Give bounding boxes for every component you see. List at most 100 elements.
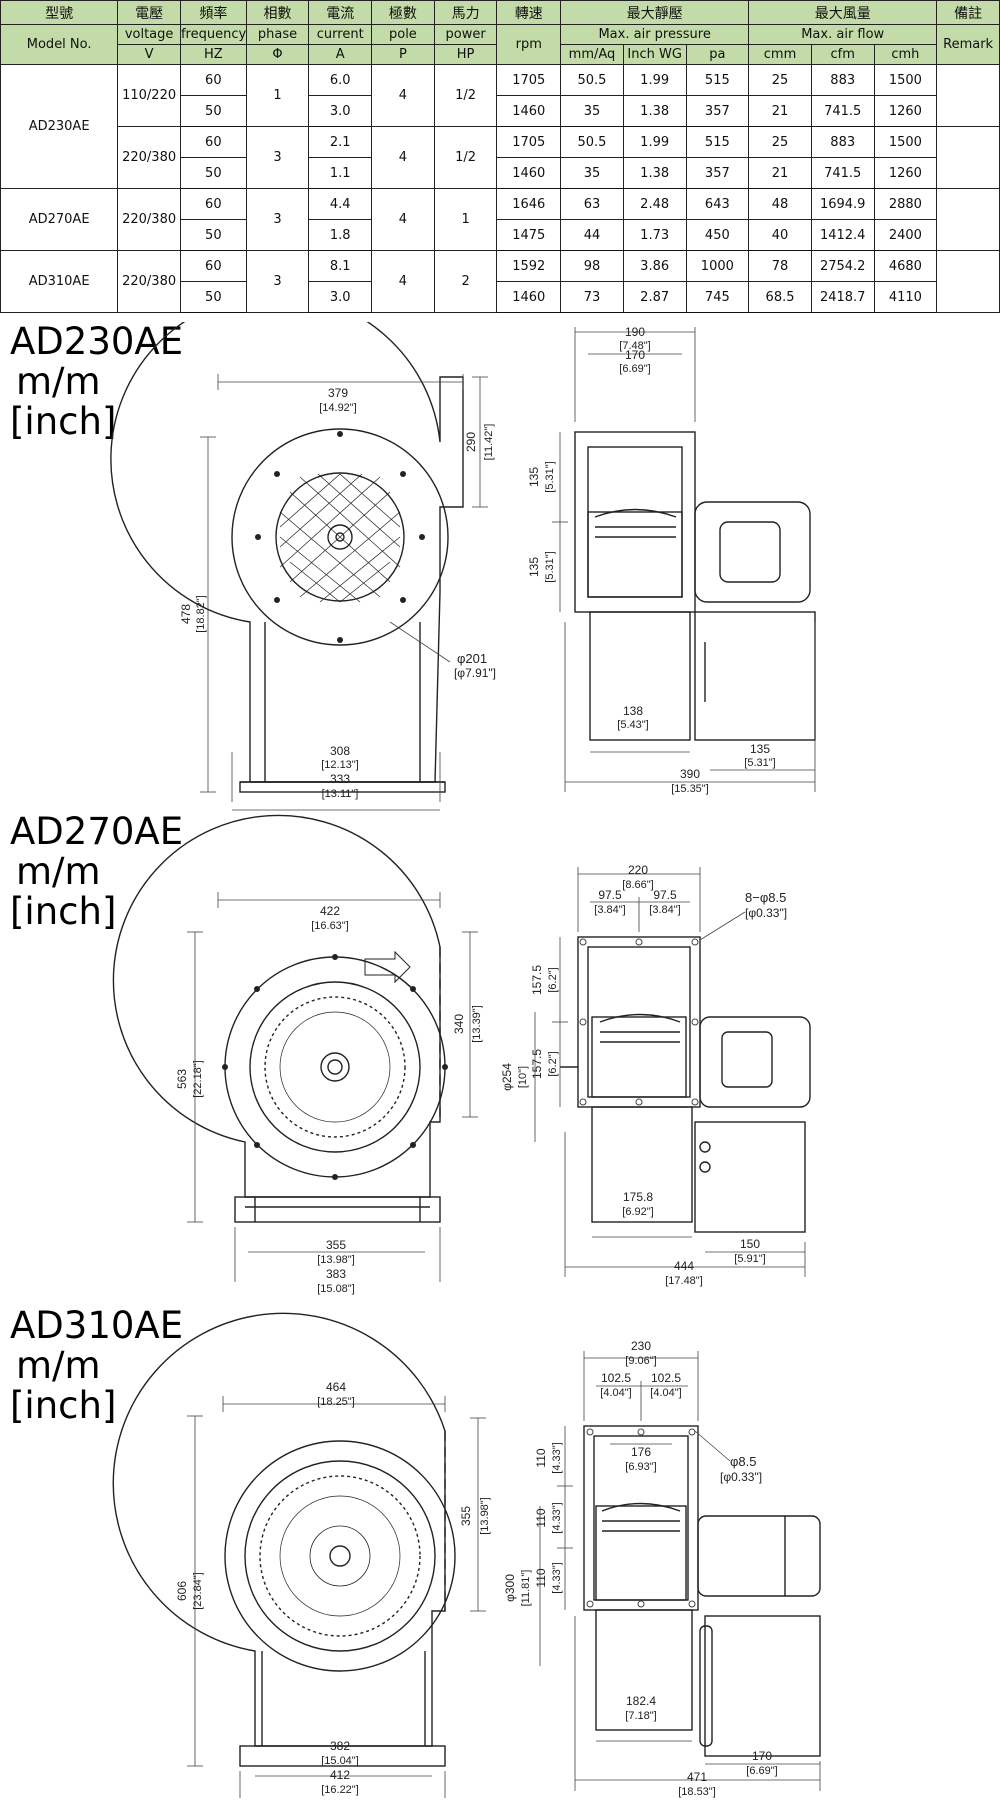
rpm-cell: 1460 — [496, 281, 562, 313]
side-dimensions — [534, 867, 806, 1277]
cmh-cell: 1260 — [873, 157, 938, 189]
cmm-cell: 40 — [748, 219, 812, 251]
hp-cell: 2 — [433, 250, 498, 313]
dim-outlet-height: 355 — [459, 1506, 473, 1526]
header-row-zh: 型號 電壓 頻率 相數 電流 極數 馬力 轉速 最大靜壓 最大風量 備註 — [0, 0, 1000, 25]
pole-cell: 4 — [371, 126, 435, 189]
dim-outlet-height-in: [13.98"] — [479, 1497, 491, 1535]
hdr-frequency-zh: 頻率 — [179, 0, 247, 25]
dim-flange-a: 135 — [527, 467, 541, 487]
mmaq-cell: 98 — [560, 250, 624, 282]
dim-top-outer-in: [7.48"] — [619, 340, 650, 352]
pole-cell: 4 — [371, 64, 435, 127]
dim-total-in: [15.35"] — [671, 783, 709, 795]
dim-flange-b-in: [5.31"] — [544, 551, 556, 582]
section-ad230ae: AD230AE m/m [inch] — [0, 322, 1000, 812]
inwg-cell: 1.99 — [622, 64, 687, 96]
model-cell: AD310AE — [0, 250, 119, 313]
dim-diameter-in: [11.81"] — [520, 1570, 532, 1607]
hp-cell: 1 — [433, 188, 498, 251]
model-cell: AD270AE — [0, 188, 119, 251]
amp-cell: 8.1 — [308, 250, 373, 282]
dim-flange-b-in: [6.2"] — [547, 1051, 559, 1076]
cmh-cell: 2880 — [873, 188, 938, 220]
unit-inch-label: [inch] — [10, 400, 117, 443]
dim-base-outer-in: [16.22"] — [321, 1784, 359, 1796]
unit-mm-label: m/m — [16, 850, 101, 893]
side-dimensions — [539, 1351, 821, 1791]
dim-width-in: [18.25"] — [317, 1396, 355, 1408]
rpm-cell: 1460 — [496, 95, 562, 127]
front-dimensions — [187, 1396, 486, 1798]
dim-half-b: 102.5 — [651, 1371, 681, 1385]
dim-flange-a-in: [6.2"] — [547, 967, 559, 992]
dim-diameter: φ300 — [503, 1574, 517, 1602]
unit-mm-label: m/m — [16, 1344, 101, 1387]
voltage-cell: 110/220 — [117, 64, 181, 127]
dim-holes: 8−φ8.5 — [745, 890, 786, 905]
model-title: AD310AE — [10, 1304, 184, 1347]
dim-base-inner-in: [12.13"] — [321, 759, 359, 771]
dim-flange-a-in: [4.33"] — [551, 1442, 563, 1473]
dim-holes-in: [φ0.33"] — [720, 1470, 762, 1484]
pa-cell: 515 — [685, 64, 750, 96]
hdr-power-zh: 馬力 — [433, 0, 498, 25]
dim-top-outer: 190 — [625, 325, 645, 339]
hdr-current-en: current — [308, 24, 373, 45]
dim-inner-in: [6.93"] — [625, 1461, 656, 1473]
hz-cell: 60 — [179, 250, 247, 282]
amp-cell: 4.4 — [308, 188, 373, 220]
dim-flange-b-in: [4.33"] — [551, 1502, 563, 1533]
dim-motor-in: [6.69"] — [746, 1765, 777, 1777]
cmm-cell: 21 — [748, 157, 812, 189]
dim-top-outer: 220 — [628, 863, 648, 877]
section-title: AD310AE m/m [inch] — [10, 1306, 183, 1426]
amp-cell: 3.0 — [308, 95, 373, 127]
section-title: AD230AE m/m [inch] — [10, 322, 183, 442]
dim-diameter-in: [φ7.91"] — [454, 666, 496, 680]
hdr-frequency-en: frequency — [179, 24, 247, 45]
rpm-cell: 1592 — [496, 250, 562, 282]
dim-motor: 150 — [740, 1237, 760, 1251]
unit-pa: pa — [685, 44, 750, 65]
dim-half-b-in: [3.84"] — [649, 904, 680, 916]
cmh-cell: 4110 — [873, 281, 938, 313]
inwg-cell: 2.48 — [622, 188, 687, 220]
cmh-cell: 4680 — [873, 250, 938, 282]
inwg-cell: 2.87 — [622, 281, 687, 313]
mmaq-cell: 50.5 — [560, 64, 624, 96]
remark-cell — [936, 126, 1000, 189]
table-row: AD270AE 220/380 60 3 4.4 4 1 1646 63 2.4… — [0, 188, 1000, 251]
dim-motor: 170 — [752, 1749, 772, 1763]
voltage-cell: 220/380 — [117, 188, 181, 251]
hdr-remark-zh: 備註 — [936, 0, 1000, 25]
section-ad310ae: AD310AE m/m [inch] 464 [18.25"] 606 [23.… — [0, 1306, 1000, 1800]
cmh-cell: 2400 — [873, 219, 938, 251]
remark-cell — [936, 64, 1000, 127]
cmm-cell: 25 — [748, 126, 812, 158]
unit-frequency: HZ — [179, 44, 247, 65]
rpm-cell: 1460 — [496, 157, 562, 189]
dim-flange-a: 110 — [534, 1448, 548, 1467]
rpm-cell: 1705 — [496, 64, 562, 96]
dim-width: 422 — [320, 904, 340, 918]
dim-top-outer-in: [9.06"] — [625, 1355, 656, 1367]
pa-cell: 450 — [685, 219, 750, 251]
mmaq-cell: 63 — [560, 188, 624, 220]
inwg-cell: 1.38 — [622, 157, 687, 189]
pa-cell: 643 — [685, 188, 750, 220]
phase-cell: 1 — [245, 64, 310, 127]
header-row-units: V HZ Φ A P HP mm/Aq Inch WG pa cmm cfm c… — [1, 44, 1000, 65]
pole-cell: 4 — [371, 188, 435, 251]
inwg-cell: 1.73 — [622, 219, 687, 251]
dim-bottom-in: [7.18"] — [625, 1710, 656, 1722]
cmm-cell: 48 — [748, 188, 812, 220]
dim-outlet-height: 290 — [464, 432, 478, 452]
dim-bottom: 138 — [623, 704, 643, 718]
hdr-flow-zh: 最大風量 — [748, 0, 938, 25]
unit-current: A — [308, 44, 373, 65]
dim-base-outer: 383 — [326, 1267, 346, 1281]
dim-top-outer-in: [8.66"] — [622, 879, 653, 891]
section-title: AD270AE m/m [inch] — [10, 812, 183, 932]
rpm-cell: 1705 — [496, 126, 562, 158]
